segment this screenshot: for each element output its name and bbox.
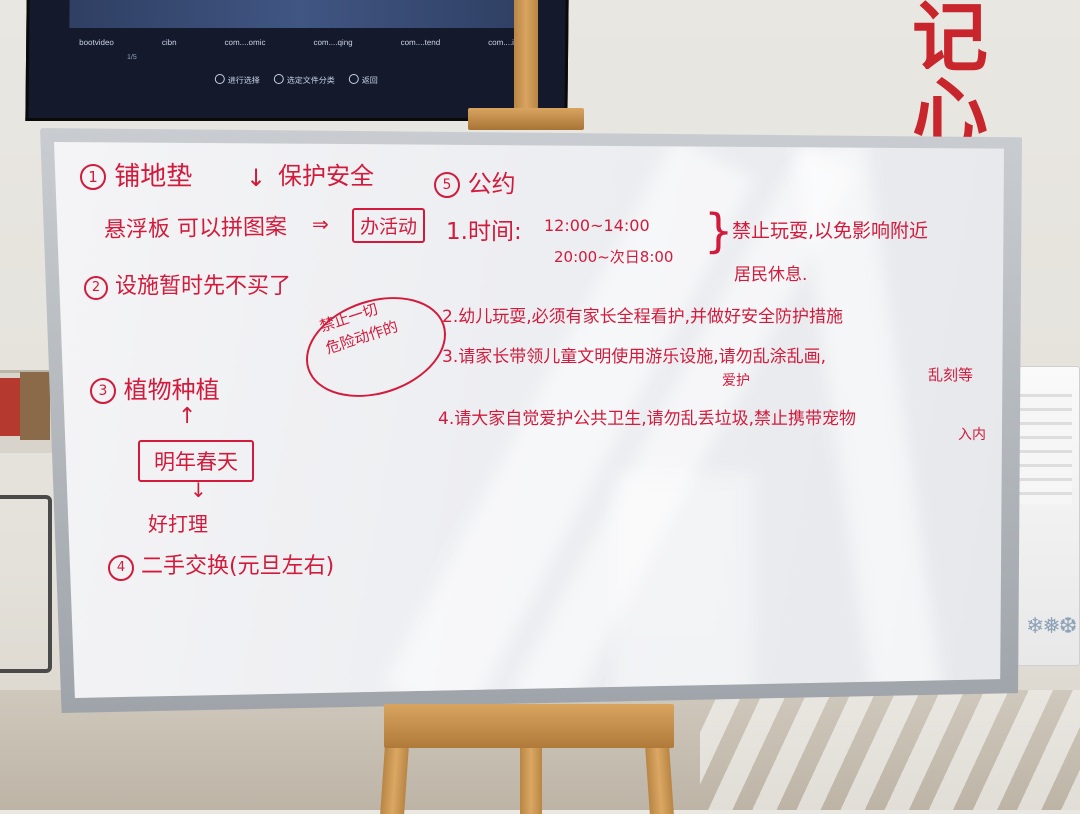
section-number: 1	[80, 164, 106, 190]
rule-1-label: 1.时间:	[446, 219, 522, 245]
tv-tab: cibn	[161, 38, 177, 47]
section-2: 2 设施暂时先不买了	[84, 268, 291, 300]
tv-thumbnail-strip	[69, 0, 530, 28]
side-note-oval	[293, 280, 459, 414]
section-number: 3	[90, 378, 116, 404]
arrow-up-icon: ↑	[178, 404, 197, 429]
tv-hint-label: 返回	[361, 76, 378, 85]
section-4: 4 二手交换(元旦左右)	[108, 548, 334, 581]
brace-icon: }	[704, 204, 734, 258]
back-icon	[348, 74, 359, 84]
tv-hint: 返回	[348, 74, 378, 86]
tv-hint: 进行选择	[214, 74, 260, 86]
tv-hint-label: 进行选择	[227, 76, 260, 85]
floor-sunlight	[700, 690, 1080, 810]
section-title: 植物种植	[123, 376, 220, 404]
arrow-down-icon: ↓	[190, 478, 207, 502]
sunlight-beam	[614, 472, 754, 698]
tv-hint-label: 选定文件分类	[286, 76, 335, 85]
easel-clip	[468, 108, 584, 130]
rule-1-time: 20:00~次日8:00	[554, 248, 674, 266]
tv-tab: com....omic	[224, 38, 266, 47]
section-3-title: 3 植物种植	[90, 370, 220, 405]
section-number: 2	[84, 276, 108, 300]
section-3-note: 好打理	[148, 512, 208, 536]
tv-tab: com....tend	[400, 38, 441, 47]
rule-2: 2.幼儿玩耍,必须有家长全程看护,并做好安全防护措施	[442, 307, 844, 327]
section-title: 铺地垫	[114, 162, 193, 192]
section-1-title: 1 铺地垫	[80, 156, 192, 193]
section-number: 5	[434, 172, 460, 198]
easel-tray	[384, 704, 674, 748]
easel-mast	[514, 0, 538, 112]
section-text: 设施暂时先不买了	[115, 274, 292, 299]
section-1-line: 悬浮板 可以拼图案	[103, 214, 288, 243]
section-title: 公约	[467, 170, 516, 198]
wall-sign: 记 心	[912, 0, 994, 158]
section-1-box: 办活动	[352, 208, 426, 243]
section-number: 4	[108, 555, 134, 581]
shelf-box	[20, 372, 50, 440]
rule-3-insert: 爱护	[722, 373, 750, 389]
tv-tab: com....qing	[313, 38, 353, 47]
tv-hints: 进行选择 选定文件分类 返回	[214, 74, 378, 86]
walker-frame	[0, 495, 52, 673]
arrow-icon: ⇒	[312, 212, 329, 236]
rule-3-tail: 乱刻等	[928, 366, 974, 384]
section-5-title: 5 公约	[434, 164, 516, 199]
easel-leg	[520, 740, 542, 814]
menu-icon	[273, 74, 284, 84]
rule-1-time: 12:00~14:00	[544, 216, 650, 235]
rule-4: 4.请大家自觉爱护公共卫生,请勿乱丢垃圾,禁止携带宠物	[438, 409, 857, 429]
tv-tab: bootvideo	[79, 38, 114, 47]
arrow-icon: ↓	[246, 164, 267, 192]
tv-page-indicator: 1/5	[126, 54, 137, 61]
ok-icon	[214, 74, 225, 84]
rule-4-tail: 入内	[958, 427, 986, 443]
tv-tabs: bootvideo cibn com....omic com....qing c…	[79, 38, 527, 47]
tv-hint: 选定文件分类	[273, 74, 335, 86]
shelf-box	[0, 378, 20, 436]
whiteboard: 1 铺地垫 ↓ 保护安全 悬浮板 可以拼图案 ⇒ 办活动 2 设施暂时先不买了 …	[54, 142, 1004, 698]
rule-3: 3.请家长带领儿童文明使用游乐设施,请勿乱涂乱画,	[442, 347, 827, 367]
section-3-box: 明年春天	[138, 440, 254, 482]
snowflake-icon: ❄❅❆	[1026, 614, 1077, 639]
wall-tv: bootvideo cibn com....omic com....qing c…	[25, 0, 569, 121]
rule-1-note: 禁止玩耍,以免影响附近	[732, 220, 929, 242]
heater-grill	[1012, 394, 1072, 504]
rule-1-note: 居民休息.	[734, 265, 808, 285]
section-1-note: 保护安全	[278, 162, 374, 190]
section-text: 二手交换(元旦左右)	[141, 554, 335, 579]
